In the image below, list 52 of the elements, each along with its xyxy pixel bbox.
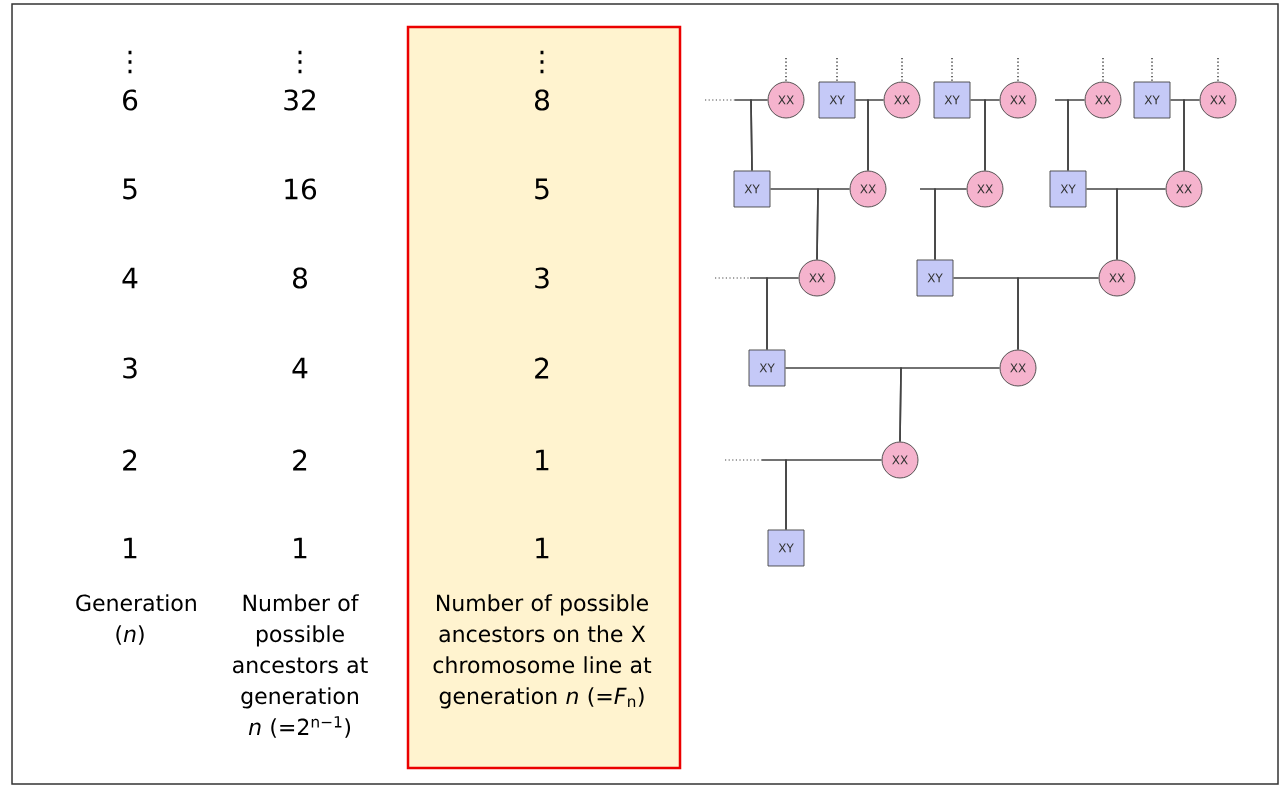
descent-line xyxy=(816,188,851,261)
ellipsis: ⋮ xyxy=(540,50,544,74)
number: 3 xyxy=(535,267,549,289)
continuation-line xyxy=(1017,57,1019,83)
column-heading: Generation (n) xyxy=(76,594,196,645)
number: 3 xyxy=(123,357,137,379)
number: 6 xyxy=(123,89,138,111)
number: 4 xyxy=(122,267,138,289)
number: 4 xyxy=(292,357,308,379)
number: 2 xyxy=(535,357,549,379)
descent-line xyxy=(750,99,769,172)
number: 5 xyxy=(123,178,137,200)
descent-line xyxy=(766,277,800,351)
number: 5 xyxy=(535,178,549,200)
descent-line xyxy=(1017,277,1100,351)
continuation-line xyxy=(1217,57,1219,83)
male-square: XY xyxy=(733,170,771,208)
number: 1 xyxy=(124,537,137,559)
ellipsis: ⋮ xyxy=(298,50,302,74)
column-heading: Number of possible ancestors at generation n (=2$^{n−1}$) xyxy=(233,594,368,738)
male-square: XY xyxy=(1133,81,1171,119)
descent-line xyxy=(1183,99,1201,172)
descent-line xyxy=(934,188,968,261)
continuation-line xyxy=(785,57,787,83)
continuation-line xyxy=(901,57,903,83)
number: 2 xyxy=(123,449,137,471)
column-heading: Number of possible ancestors on the X chromosome line at generation n (=F$_{n}$) xyxy=(433,594,652,709)
number: 2 xyxy=(293,449,307,471)
continuation-line xyxy=(836,57,838,83)
number: 1 xyxy=(294,537,307,559)
descent-line xyxy=(899,367,1001,443)
descent-line xyxy=(1067,99,1086,172)
descent-line xyxy=(1116,188,1167,261)
continuation-line xyxy=(1102,57,1104,83)
continuation-line xyxy=(951,57,953,83)
male-square: XY xyxy=(818,81,856,119)
ellipsis: ⋮ xyxy=(128,50,132,74)
number: 1 xyxy=(536,537,549,559)
male-square: XY xyxy=(916,259,954,297)
continuation-line xyxy=(1151,57,1153,83)
number: 1 xyxy=(536,449,549,471)
number: 8 xyxy=(293,267,307,289)
male-square: XY xyxy=(748,349,786,387)
male-square: XY xyxy=(1049,170,1087,208)
number: 8 xyxy=(535,89,549,111)
number: 16 xyxy=(285,178,317,200)
descent-line xyxy=(984,99,1001,172)
descent-line xyxy=(785,459,883,531)
male-square: XY xyxy=(767,529,805,567)
number: 32 xyxy=(284,89,315,111)
male-square: XY xyxy=(933,81,971,119)
descent-line xyxy=(867,99,885,172)
